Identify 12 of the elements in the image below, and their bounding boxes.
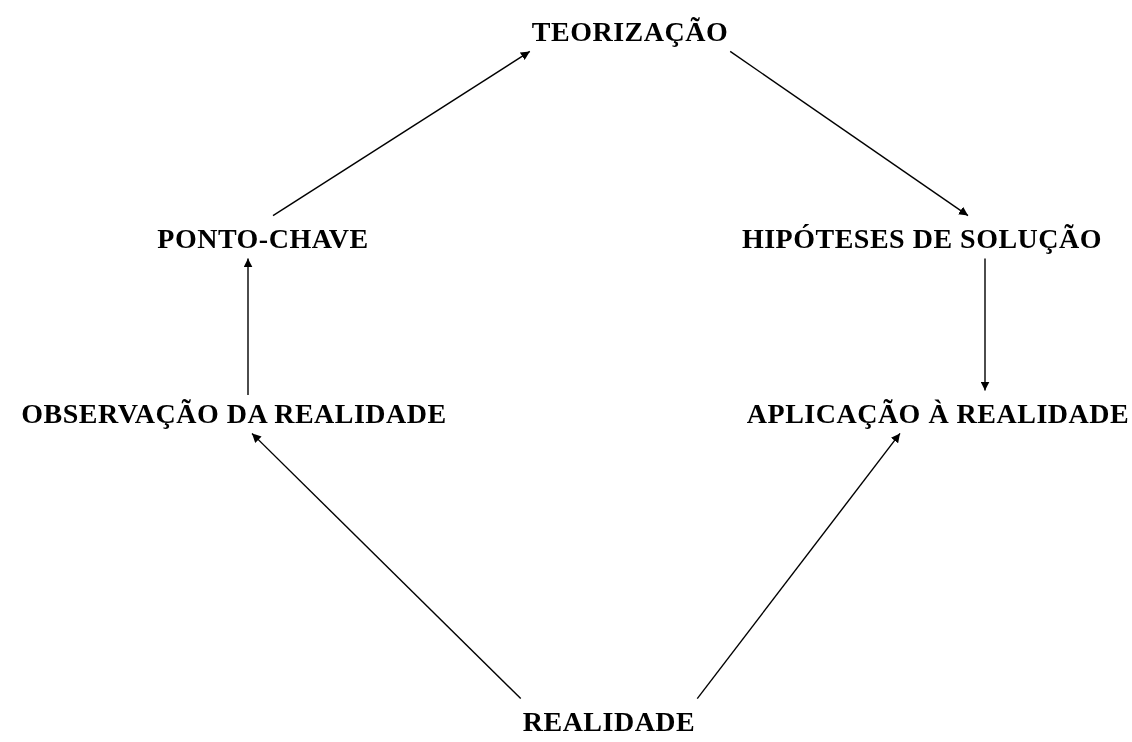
stage-label: OBSERVAÇÃO DA REALIDADE: [21, 392, 447, 432]
arrow: [272, 50, 531, 217]
arrow: [729, 50, 969, 217]
stage-label: HIPÓTESES DE SOLUÇÃO: [741, 217, 1103, 257]
arrow: [980, 257, 990, 392]
arrow: [243, 257, 253, 396]
stage-label: PONTO-CHAVE: [157, 217, 369, 257]
stage-label: APLICAÇÃO À REALIDADE: [746, 392, 1130, 432]
stage-label: TEORIZAÇÃO: [531, 10, 729, 50]
arrow: [251, 432, 522, 700]
arrow: [696, 432, 901, 700]
stage-label: REALIDADE: [522, 700, 696, 740]
